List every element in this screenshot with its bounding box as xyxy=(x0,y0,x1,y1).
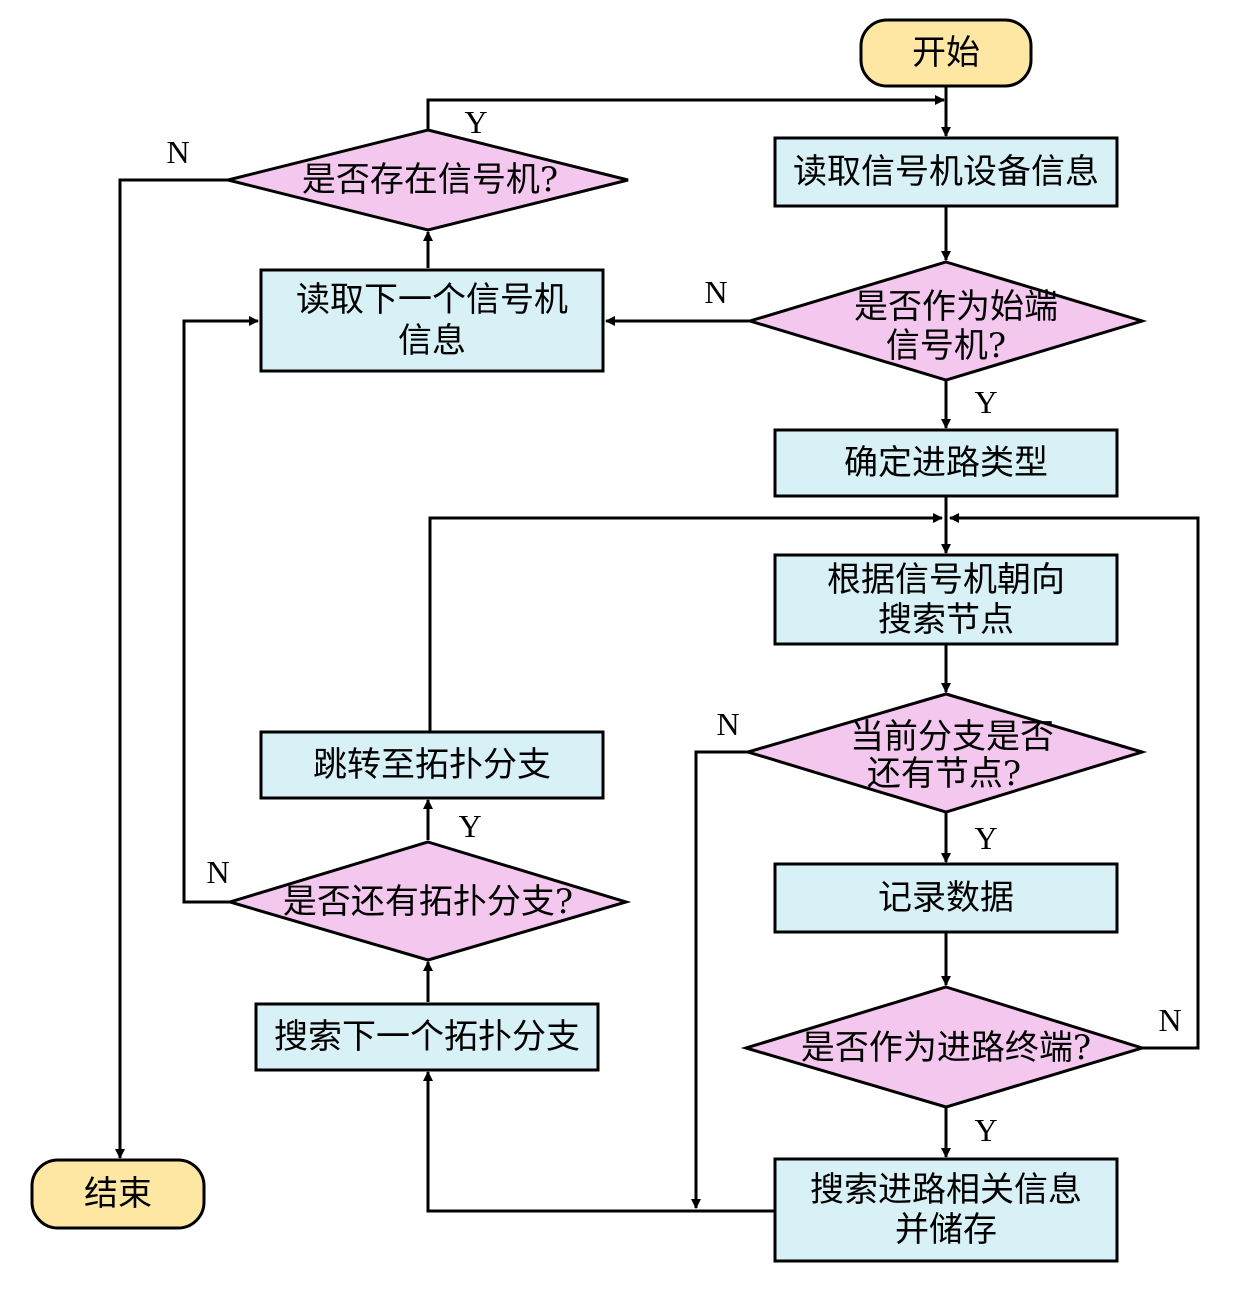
next-branch-shape xyxy=(254,1002,600,1072)
edge-has-branch-no xyxy=(182,316,259,904)
record-shape xyxy=(773,862,1119,934)
connectors xyxy=(115,86,1200,1213)
store-route-process: 搜索进路相关信息 并储存 xyxy=(773,1157,1119,1263)
jump-branch-shape xyxy=(259,730,605,800)
next-branch-process: 搜索下一个拓扑分支 xyxy=(254,1002,600,1072)
has-branch-decision: 是否还有拓扑分支? xyxy=(224,840,632,962)
label-is-end-no: N xyxy=(1158,1002,1181,1038)
is-end-decision: 是否作为进路终端? xyxy=(740,985,1148,1109)
edge-jump-loop xyxy=(428,513,943,732)
exists-signal-shape xyxy=(227,128,629,232)
has-nodes-line2: 还有节点? xyxy=(867,754,1021,794)
label-start-signal-yes: Y xyxy=(974,384,997,420)
read-signal-label: 读取信号机设备信息 xyxy=(793,152,1099,192)
search-nodes-line2: 搜索节点 xyxy=(878,600,1014,640)
next-signal-process: 读取下一个信号机 信息 xyxy=(259,268,605,373)
edge-exists-no xyxy=(115,178,228,1159)
label-has-nodes-no: N xyxy=(716,706,739,742)
edge-has-nodes-no xyxy=(691,750,748,1209)
jump-branch-label: 跳转至拓扑分支 xyxy=(313,745,551,785)
label-has-nodes-yes: Y xyxy=(974,820,997,856)
label-has-branch-yes: Y xyxy=(458,808,481,844)
label-has-branch-no: N xyxy=(206,854,229,890)
label-exists-no: N xyxy=(166,134,189,170)
has-nodes-shape xyxy=(742,692,1148,814)
is-start-signal-shape xyxy=(744,260,1148,382)
has-nodes-line1: 当前分支是否 xyxy=(850,717,1054,757)
jump-branch-process: 跳转至拓扑分支 xyxy=(259,730,605,800)
search-nodes-line1: 根据信号机朝向 xyxy=(827,560,1065,600)
next-signal-line2: 信息 xyxy=(398,321,466,361)
end-terminal: 结束 xyxy=(30,1158,206,1230)
store-route-shape xyxy=(773,1157,1119,1263)
next-branch-label: 搜索下一个拓扑分支 xyxy=(274,1017,580,1057)
edge-exists-yes xyxy=(426,95,945,130)
end-label: 结束 xyxy=(84,1174,152,1214)
edge-labels: Y N N Y N Y N Y Y N xyxy=(166,104,1181,1148)
next-signal-line1: 读取下一个信号机 xyxy=(296,280,568,320)
exists-signal-decision: 是否存在信号机? xyxy=(227,128,629,232)
has-nodes-decision: 当前分支是否 还有节点? xyxy=(742,692,1148,814)
end-shape xyxy=(30,1158,206,1230)
is-start-signal-line1: 是否作为始端 xyxy=(854,287,1058,327)
start-label: 开始 xyxy=(912,33,980,73)
next-signal-shape xyxy=(259,268,605,373)
has-branch-label: 是否还有拓扑分支? xyxy=(283,882,573,922)
is-end-shape xyxy=(740,985,1148,1109)
has-branch-shape xyxy=(224,840,632,962)
start-terminal: 开始 xyxy=(859,18,1033,88)
label-is-end-yes: Y xyxy=(974,1112,997,1148)
edge-store-to-next-branch xyxy=(423,1071,775,1213)
search-nodes-shape xyxy=(773,553,1119,646)
edge-is-end-no xyxy=(949,513,1200,1050)
label-exists-yes: Y xyxy=(464,104,487,140)
route-type-process: 确定进路类型 xyxy=(773,428,1119,498)
exists-signal-label: 是否存在信号机? xyxy=(302,160,558,200)
record-label: 记录数据 xyxy=(878,878,1014,918)
label-start-signal-no: N xyxy=(704,274,727,310)
route-type-label: 确定进路类型 xyxy=(844,443,1048,483)
route-type-shape xyxy=(773,428,1119,498)
search-nodes-process: 根据信号机朝向 搜索节点 xyxy=(773,553,1119,646)
start-shape xyxy=(859,18,1033,88)
is-end-label: 是否作为进路终端? xyxy=(801,1028,1091,1068)
store-route-line2: 并储存 xyxy=(895,1210,997,1250)
read-signal-process: 读取信号机设备信息 xyxy=(773,136,1119,208)
record-process: 记录数据 xyxy=(773,862,1119,934)
store-route-line1: 搜索进路相关信息 xyxy=(810,1170,1082,1210)
read-signal-shape xyxy=(773,136,1119,208)
is-start-signal-line2: 信号机? xyxy=(886,326,1006,366)
is-start-signal-decision: 是否作为始端 信号机? xyxy=(744,260,1148,382)
